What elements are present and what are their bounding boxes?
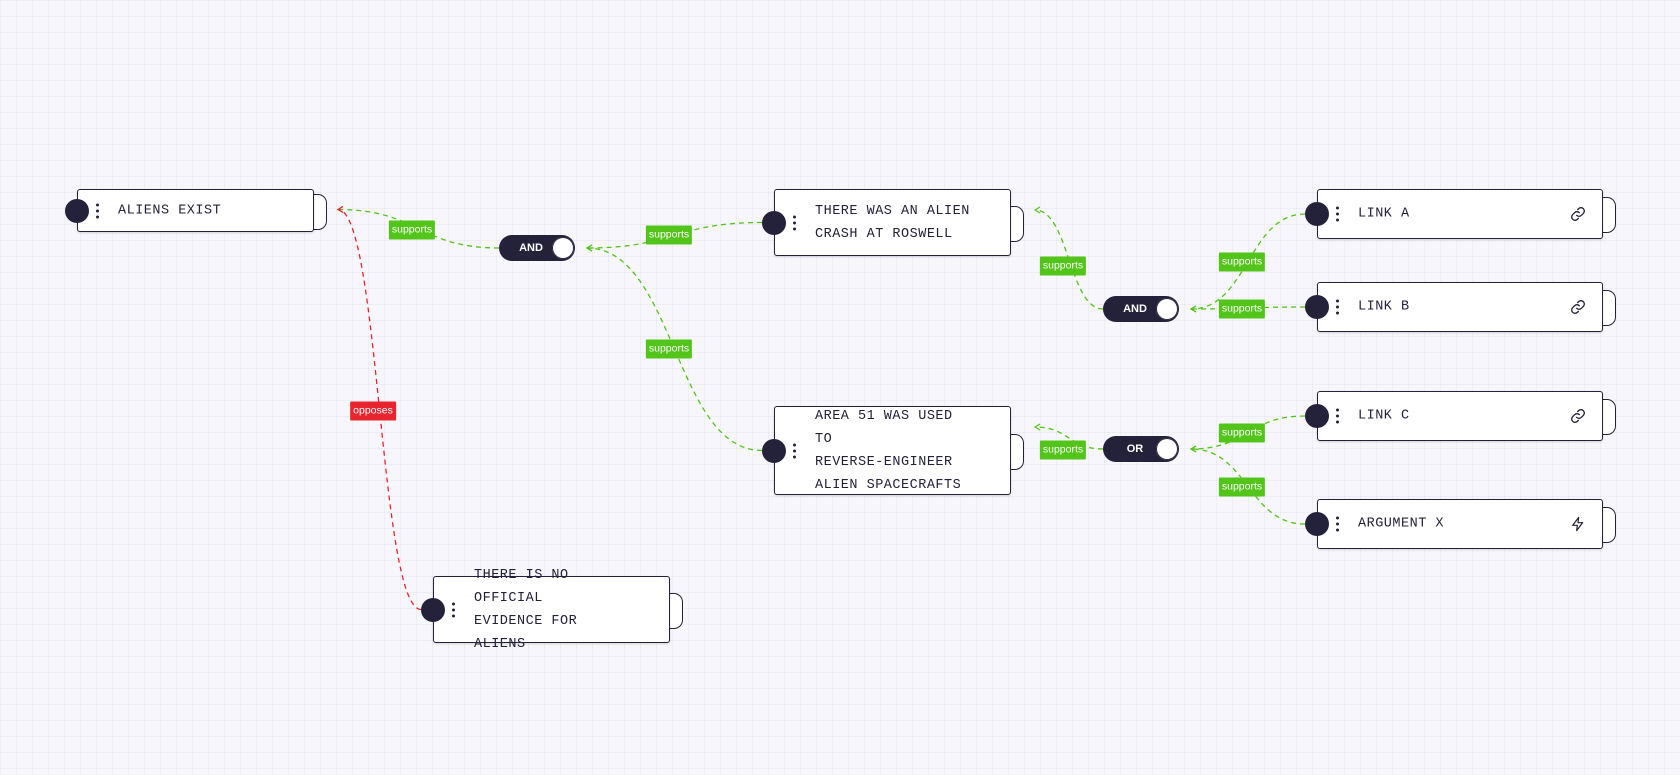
link-icon[interactable]: [1570, 206, 1586, 222]
kebab-menu-icon[interactable]: [92, 201, 103, 220]
gate-label: AND: [1123, 303, 1147, 315]
node-card[interactable]: LINK A: [1317, 189, 1603, 239]
node-card[interactable]: THERE IS NO OFFICIAL EVIDENCE FOR ALIENS: [433, 568, 670, 652]
input-handle[interactable]: [1305, 512, 1329, 536]
input-handle[interactable]: [1305, 404, 1329, 428]
kebab-menu-icon[interactable]: [1332, 407, 1343, 426]
argument-node-aliens-exist[interactable]: ALIENS EXIST: [65, 189, 327, 232]
kebab-menu-icon[interactable]: [789, 213, 800, 232]
edge-arrowhead: [1189, 445, 1197, 453]
edge-arrowhead: [1189, 305, 1197, 313]
edge-arrowhead: [585, 244, 593, 252]
node-label: THERE WAS AN ALIEN CRASH AT ROSWELL: [815, 203, 970, 242]
supports-label[interactable]: supports: [1218, 299, 1266, 319]
node-card[interactable]: ARGUMENT X: [1317, 499, 1603, 549]
link-icon[interactable]: [1570, 408, 1586, 424]
gate-output-handle[interactable]: [552, 237, 574, 259]
node-label: LINK C: [1358, 408, 1410, 424]
node-label: AREA 51 WAS USED TO REVERSE-ENGINEER ALI…: [815, 408, 962, 493]
kebab-menu-icon[interactable]: [789, 441, 800, 460]
edge-support-roswell-to-and1[interactable]: [586, 221, 763, 249]
node-card[interactable]: ALIENS EXIST: [77, 189, 314, 232]
edge-arrowhead: [336, 205, 344, 214]
input-handle[interactable]: [1305, 295, 1329, 319]
input-handle[interactable]: [762, 438, 786, 463]
input-handle[interactable]: [762, 210, 786, 235]
kebab-menu-icon[interactable]: [448, 600, 459, 619]
argument-node-area-51-was-used-to-reverse-engineer-alien-spacecrafts[interactable]: AREA 51 WAS USED TO REVERSE-ENGINEER ALI…: [762, 406, 1024, 495]
edge-support-linkc-to-or1[interactable]: [1190, 415, 1306, 450]
supports-label[interactable]: supports: [1218, 477, 1266, 497]
gate-label: OR: [1126, 443, 1144, 455]
supports-label[interactable]: supports: [1218, 252, 1266, 272]
node-card[interactable]: LINK B: [1317, 282, 1603, 332]
supports-label[interactable]: supports: [388, 220, 436, 240]
edge-support-argx-to-or1[interactable]: [1190, 448, 1306, 525]
gate-output-handle[interactable]: [1156, 438, 1178, 460]
supports-label[interactable]: supports: [1218, 423, 1266, 443]
argument-node-there-is-no-official-evidence-for-aliens[interactable]: THERE IS NO OFFICIAL EVIDENCE FOR ALIENS: [421, 568, 683, 652]
supports-label[interactable]: supports: [1039, 440, 1087, 460]
logic-gate-and1[interactable]: AND: [499, 235, 575, 261]
argument-node-argument-x[interactable]: ARGUMENT X: [1305, 499, 1616, 549]
supports-label[interactable]: supports: [1039, 256, 1087, 276]
argument-node-there-was-an-alien-crash-at-roswell[interactable]: THERE WAS AN ALIEN CRASH AT ROSWELL: [762, 189, 1024, 256]
lightning-icon[interactable]: [1570, 516, 1586, 532]
edge-support-linka-to-and2[interactable]: [1190, 213, 1306, 310]
input-handle[interactable]: [65, 198, 89, 223]
argument-node-link-c[interactable]: LINK C: [1305, 391, 1616, 441]
node-card[interactable]: AREA 51 WAS USED TO REVERSE-ENGINEER ALI…: [774, 406, 1011, 495]
node-label: LINK A: [1358, 206, 1410, 222]
input-handle[interactable]: [1305, 202, 1329, 226]
node-card[interactable]: THERE WAS AN ALIEN CRASH AT ROSWELL: [774, 189, 1011, 256]
supports-label[interactable]: supports: [645, 339, 693, 359]
node-card[interactable]: LINK C: [1317, 391, 1603, 441]
supports-label[interactable]: supports: [645, 225, 693, 245]
edge-arrowhead: [1033, 206, 1041, 214]
node-label: ARGUMENT X: [1358, 516, 1445, 532]
link-icon[interactable]: [1570, 299, 1586, 315]
argument-node-link-a[interactable]: LINK A: [1305, 189, 1616, 239]
gate-output-handle[interactable]: [1156, 298, 1178, 320]
gate-label: AND: [519, 242, 543, 254]
node-label: THERE IS NO OFFICIAL EVIDENCE FOR ALIENS: [474, 567, 578, 652]
edge-arrowhead: [1033, 423, 1041, 431]
node-label: LINK B: [1358, 299, 1410, 315]
logic-gate-or1[interactable]: OR: [1103, 436, 1179, 462]
kebab-menu-icon[interactable]: [1332, 515, 1343, 534]
argument-node-link-b[interactable]: LINK B: [1305, 282, 1616, 332]
logic-gate-and2[interactable]: AND: [1103, 296, 1179, 322]
node-label: ALIENS EXIST: [118, 203, 222, 218]
kebab-menu-icon[interactable]: [1332, 298, 1343, 317]
opposes-label[interactable]: opposes: [350, 401, 396, 421]
kebab-menu-icon[interactable]: [1332, 205, 1343, 224]
input-handle[interactable]: [421, 597, 445, 622]
edge-support-or1-to-area51[interactable]: [1034, 426, 1104, 450]
